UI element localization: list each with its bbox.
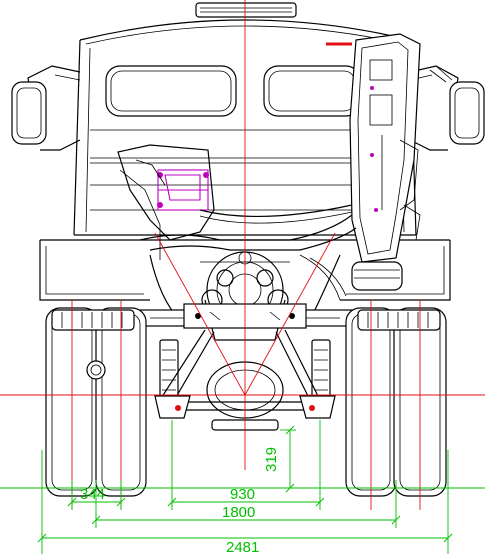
left-hub <box>51 309 135 380</box>
suspension <box>154 329 336 419</box>
right-mirror <box>409 65 485 151</box>
right-hub <box>357 309 441 331</box>
centerlines <box>0 0 485 510</box>
left-bracket <box>117 144 215 260</box>
dimension-1800: 1800 <box>222 504 255 521</box>
dimension-344: 344 <box>80 486 105 503</box>
dimension-319: 319 <box>263 447 280 472</box>
left-mirror <box>11 65 81 151</box>
crane-column <box>326 33 421 291</box>
fenders <box>39 240 451 301</box>
dimension-2481: 2481 <box>226 539 259 554</box>
dimension-930: 930 <box>230 486 255 503</box>
dimension-lines <box>0 420 485 554</box>
